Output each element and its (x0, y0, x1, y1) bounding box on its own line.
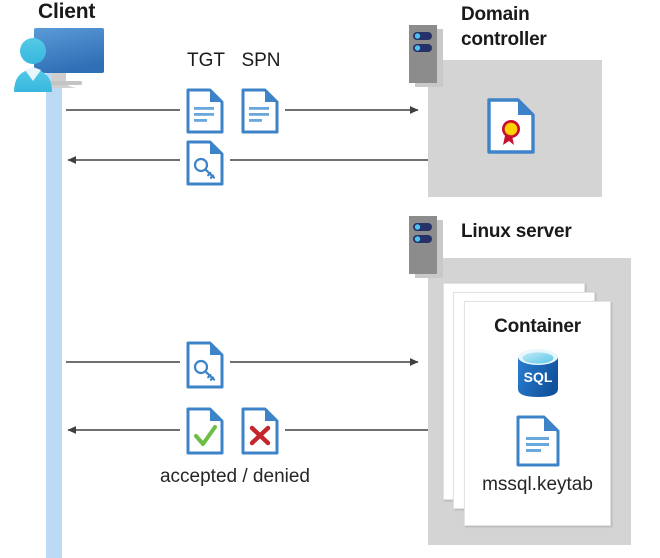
server-rack-icon (409, 25, 443, 87)
accepted-denied-caption: accepted / denied (159, 466, 310, 487)
linux-server-title: Linux server (461, 221, 572, 242)
tgt-document-icon (186, 88, 224, 134)
tgt-label: TGT (187, 50, 225, 71)
server-rack-icon (409, 216, 443, 278)
sql-database-icon: SQL (515, 348, 561, 398)
spn-document-icon (241, 88, 279, 134)
domain-controller-title-line1: Domain (461, 4, 530, 25)
certificate-document-icon (487, 98, 535, 154)
check-document-icon (186, 407, 224, 455)
container-title: Container (494, 316, 581, 337)
container-card-front: Container SQL (464, 301, 611, 526)
domain-controller-title: Domain controller (461, 2, 651, 52)
sql-label: SQL (523, 369, 552, 385)
cross-document-icon (241, 407, 279, 455)
key-document-icon (186, 140, 224, 186)
workstation-user-icon (8, 24, 112, 96)
client-title: Client (38, 0, 96, 23)
container-stack: Container SQL (443, 283, 611, 526)
spn-label: SPN (241, 50, 281, 71)
keytab-label: mssql.keytab (482, 474, 593, 495)
key-document-icon (186, 341, 224, 389)
domain-controller-title-line2: controller (461, 29, 547, 50)
client-lifeline (46, 62, 62, 558)
keytab-document-icon (516, 415, 560, 467)
